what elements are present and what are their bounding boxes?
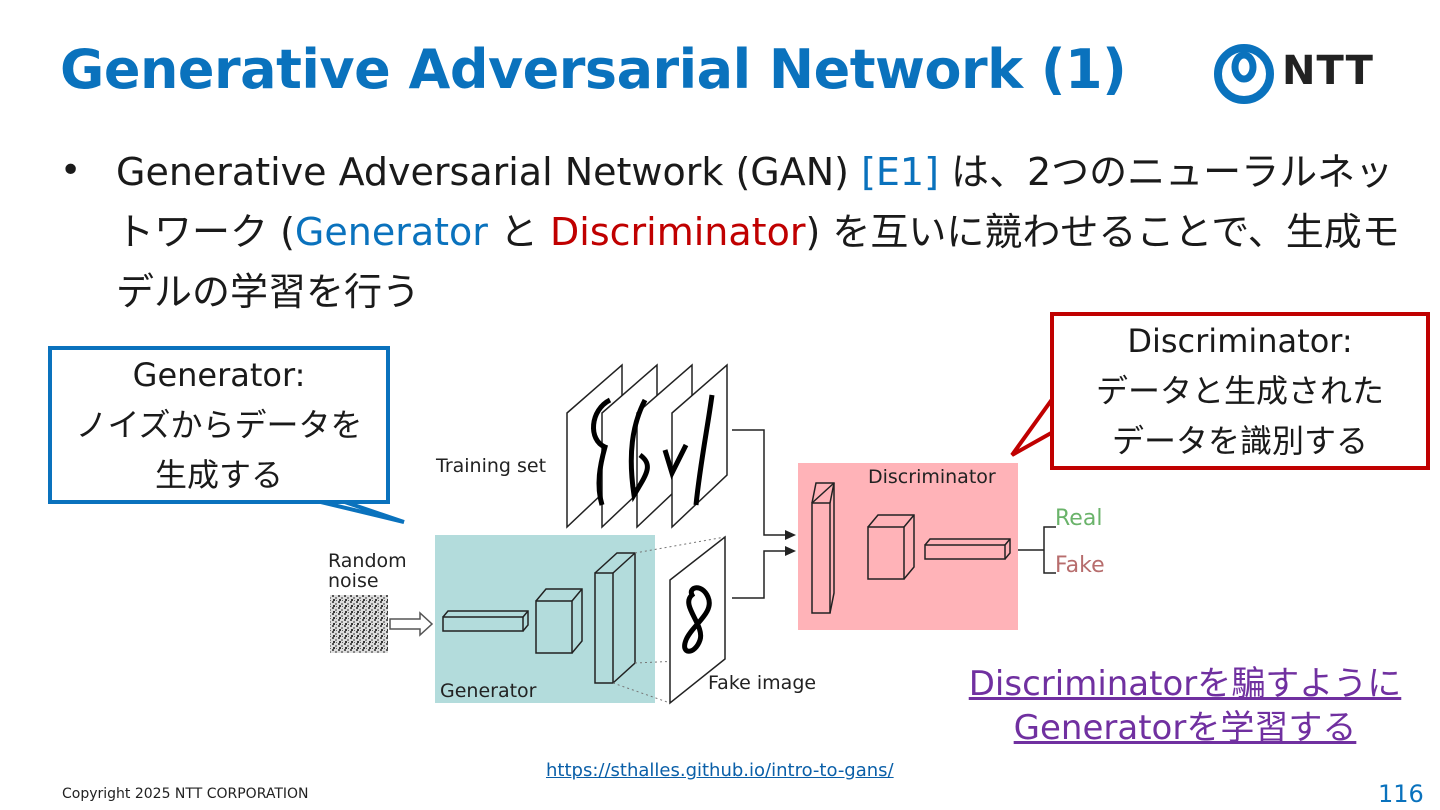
- output-lines: [1018, 526, 1056, 574]
- source-link[interactable]: https://sthalles.github.io/intro-to-gans…: [546, 760, 894, 781]
- bullet-part-2: は、2つのニューラルネットワーク (: [116, 150, 1394, 254]
- arrowhead-real: [785, 530, 796, 540]
- bullet-part-1: Generative Adversarial Network (GAN): [116, 150, 862, 194]
- ntt-logo-icon: [1214, 44, 1274, 104]
- bullet-part-4: ) を互いに競わせることで、生成モデルの学習を行う: [116, 210, 1400, 314]
- generator-term: Generator: [294, 210, 488, 254]
- fake-output-label: Fake: [1055, 553, 1105, 578]
- bullet-text: Generative Adversarial Network (GAN) [E1…: [116, 142, 1406, 322]
- bullet-marker: •: [60, 150, 82, 191]
- ntt-logo-text: NTT: [1282, 48, 1374, 94]
- arrowhead-fake: [785, 546, 796, 556]
- fake-image-label: Fake image: [708, 672, 816, 694]
- discriminator-label: Discriminator: [868, 466, 996, 488]
- real-output-label: Real: [1055, 506, 1102, 531]
- generator-label: Generator: [440, 680, 537, 702]
- training-note-line-1: Discriminatorを騙すように: [968, 664, 1402, 704]
- page-number: 116: [1378, 780, 1424, 808]
- generator-callout-body-1: ノイズからデータを: [75, 406, 363, 444]
- noise-image: [330, 595, 388, 653]
- training-note-line-2: Generatorを学習する: [1013, 708, 1357, 748]
- discriminator-callout-body-2: データを識別する: [1111, 422, 1368, 460]
- copyright: Copyright 2025 NTT CORPORATION: [62, 786, 309, 802]
- discriminator-callout-body-1: データと生成された: [1095, 372, 1384, 410]
- discriminator-callout-title: Discriminator:: [1127, 322, 1353, 360]
- generator-callout-body-2: 生成する: [154, 456, 283, 494]
- discriminator-callout-tail: [1010, 391, 1055, 457]
- connector-lines: [732, 429, 785, 599]
- random-noise-label-1: Random: [328, 550, 407, 572]
- generator-callout: Generator: ノイズからデータを 生成する: [48, 346, 390, 504]
- training-set-label: Training set: [435, 455, 546, 477]
- bullet-part-3: と: [487, 210, 551, 254]
- training-note[interactable]: Discriminatorを騙すように Generatorを学習する: [940, 662, 1430, 750]
- slide-title: Generative Adversarial Network (1): [60, 38, 1127, 101]
- training-digits: [591, 394, 715, 506]
- input-arrow: [389, 611, 434, 637]
- generator-callout-title: Generator:: [132, 356, 306, 394]
- reference-link[interactable]: [E1]: [861, 150, 939, 194]
- fake-image: [669, 535, 726, 705]
- ntt-logo: NTT: [1212, 42, 1374, 106]
- discriminator-callout: Discriminator: データと生成された データを識別する: [1050, 312, 1430, 470]
- discriminator-layers: [811, 482, 1011, 614]
- gan-diagram: Random noise Generator Fake image Traini: [328, 363, 1105, 705]
- discriminator-term: Discriminator: [550, 210, 806, 254]
- generator-box: [435, 535, 655, 703]
- random-noise-label-2: noise: [328, 570, 379, 592]
